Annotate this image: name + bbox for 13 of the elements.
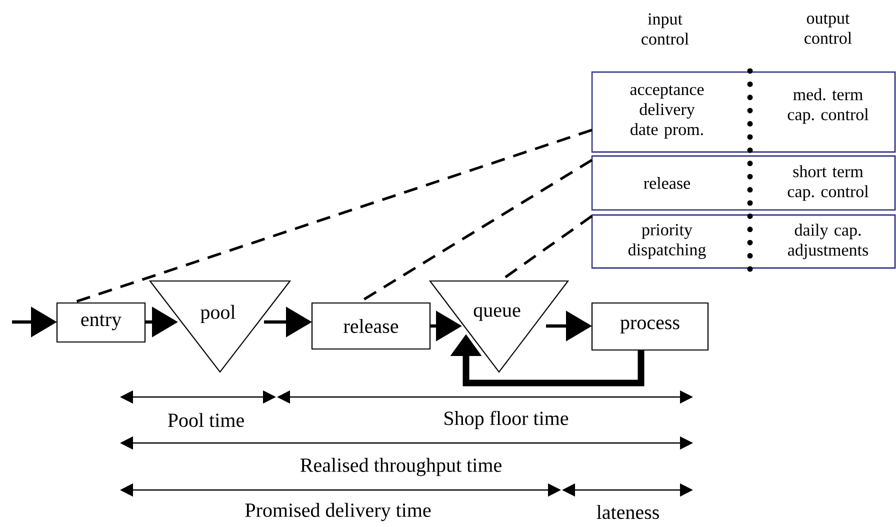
- control-box: acceptance delivery date prom. med. term cap. control: [591, 71, 896, 153]
- process-box: release: [311, 302, 431, 350]
- column-heading: input control: [642, 13, 689, 45]
- process-box: entry: [56, 302, 146, 343]
- control-box: priority dispatching daily cap. adjustments: [591, 214, 896, 269]
- control-box: release short term cap. control: [591, 155, 896, 211]
- process-box: process: [591, 302, 709, 351]
- time-label: lateness: [596, 504, 659, 520]
- column-heading: output control: [804, 14, 852, 44]
- time-label: Realised throughput time: [300, 458, 502, 476]
- time-label: Pool time: [168, 412, 244, 428]
- time-label: Promised delivery time: [245, 502, 431, 522]
- time-label: Shop floor time: [444, 410, 568, 430]
